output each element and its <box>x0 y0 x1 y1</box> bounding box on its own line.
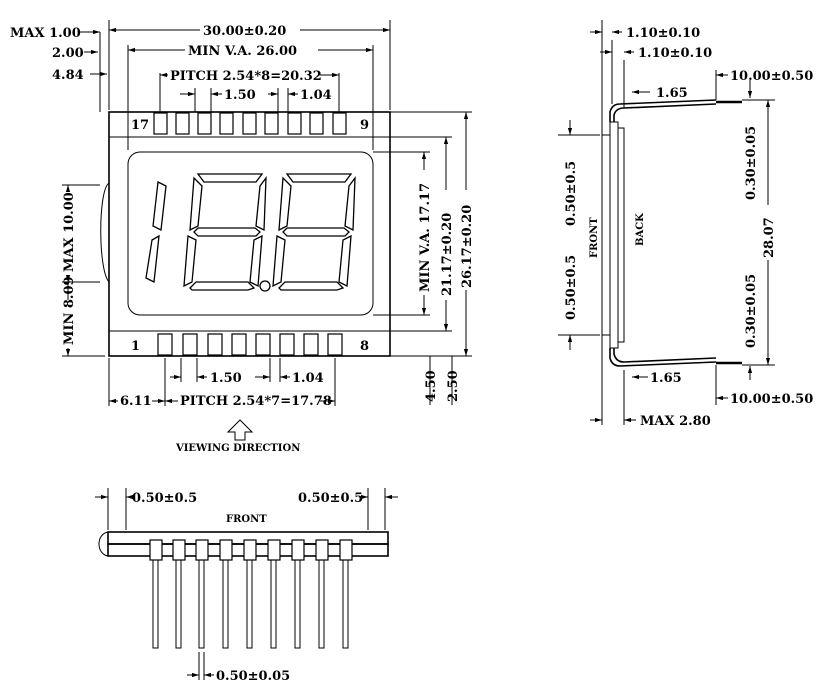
side-dim-t2: 1.10±0.10 <box>638 46 712 61</box>
dim-pin-gap-bottom: 1.04 <box>292 371 324 386</box>
side-pin-span: 28.07 <box>762 217 777 258</box>
pin-label-1: 1 <box>131 339 140 354</box>
side-dim-pin-len-bottom: 10.00±0.50 <box>730 392 813 407</box>
dim-6-11: 6.11 <box>120 394 152 409</box>
bottom-pins <box>157 333 343 356</box>
bottom-view: 0.50±0.5 0.50±0.5 FRONT 0.50±0. <box>95 488 398 684</box>
side-dim-pin-len-top: 10.00±0.50 <box>730 69 813 84</box>
dim-pitch-top: PITCH 2.54*8=20.32 <box>170 69 322 84</box>
dim-height-26: 26.17±0.20 <box>460 205 475 288</box>
digit-1 <box>145 181 167 283</box>
dim-pin-gap-top: 1.04 <box>300 88 332 103</box>
dim-width-total: 30.00±0.20 <box>203 24 286 39</box>
side-glass-front <box>601 134 611 336</box>
dim-pin-width-top: 1.50 <box>224 88 256 103</box>
dim-min-va-height: MIN V.A. 17.17 <box>418 183 433 292</box>
right-dimensions <box>373 111 472 405</box>
side-pin-thk-upper: 0.30±0.05 <box>744 126 759 200</box>
viewing-direction-label: VIEWING DIRECTION <box>175 443 300 454</box>
top-pins <box>153 112 347 135</box>
pin-label-8: 8 <box>360 339 369 354</box>
side-max-thickness: MAX 2.80 <box>640 414 711 429</box>
digit-8-a <box>183 173 267 291</box>
decimal-point <box>259 280 271 292</box>
side-back-label: BACK <box>635 213 646 246</box>
pin-label-9: 9 <box>360 118 369 133</box>
digit-8-b <box>272 173 356 291</box>
side-front-label: FRONT <box>589 217 600 258</box>
bottom-front-label: FRONT <box>226 514 267 525</box>
viewing-direction-arrow <box>226 419 254 441</box>
dim-4-50: 4.50 <box>424 370 439 402</box>
dim-max-10: MAX 10.00 <box>62 192 77 272</box>
dim-4-84: 4.84 <box>52 68 84 83</box>
bottom-view-pins <box>149 539 353 649</box>
dim-2-50: 2.50 <box>446 370 461 402</box>
bottom-left-tol: 0.50±0.5 <box>132 491 197 506</box>
dim-min-8-09: MIN 8.09 <box>62 276 77 345</box>
dim-pin-width-bottom: 1.50 <box>210 371 242 386</box>
pin-label-17: 17 <box>131 118 149 133</box>
side-dim-1-65-top: 1.65 <box>656 86 688 101</box>
dim-max-1: MAX 1.00 <box>10 26 81 41</box>
side-dim-t1: 1.10±0.10 <box>626 26 700 41</box>
side-polarizer <box>617 127 625 343</box>
top-dimensions <box>80 20 391 150</box>
dim-min-va-width: MIN V.A. 26.00 <box>188 44 297 59</box>
left-dimensions <box>62 184 105 357</box>
dim-height-21: 21.17±0.20 <box>440 213 455 296</box>
dim-2-00: 2.00 <box>52 46 84 61</box>
bottom-right-tol: 0.50±0.5 <box>298 491 363 506</box>
side-dim-1-65-bottom: 1.65 <box>650 371 682 386</box>
side-glass-back <box>609 121 619 349</box>
side-pin-thk-lower: 0.30±0.05 <box>744 274 759 348</box>
dim-pitch-bottom: PITCH 2.54*7=17.78 <box>180 394 332 409</box>
bottom-pin-thk: 0.50±0.05 <box>216 669 290 684</box>
front-view: 17 9 1 8 <box>10 20 475 454</box>
bottom-dimensions <box>108 358 336 406</box>
side-tol-upper: 0.50±0.5 <box>564 161 579 226</box>
glass-outline <box>108 111 391 357</box>
viewing-area <box>127 151 374 316</box>
side-view: 1.10±0.10 1.10±0.10 10.00±0.50 1.65 0.50… <box>558 20 813 429</box>
side-tol-lower: 0.50±0.5 <box>564 255 579 320</box>
